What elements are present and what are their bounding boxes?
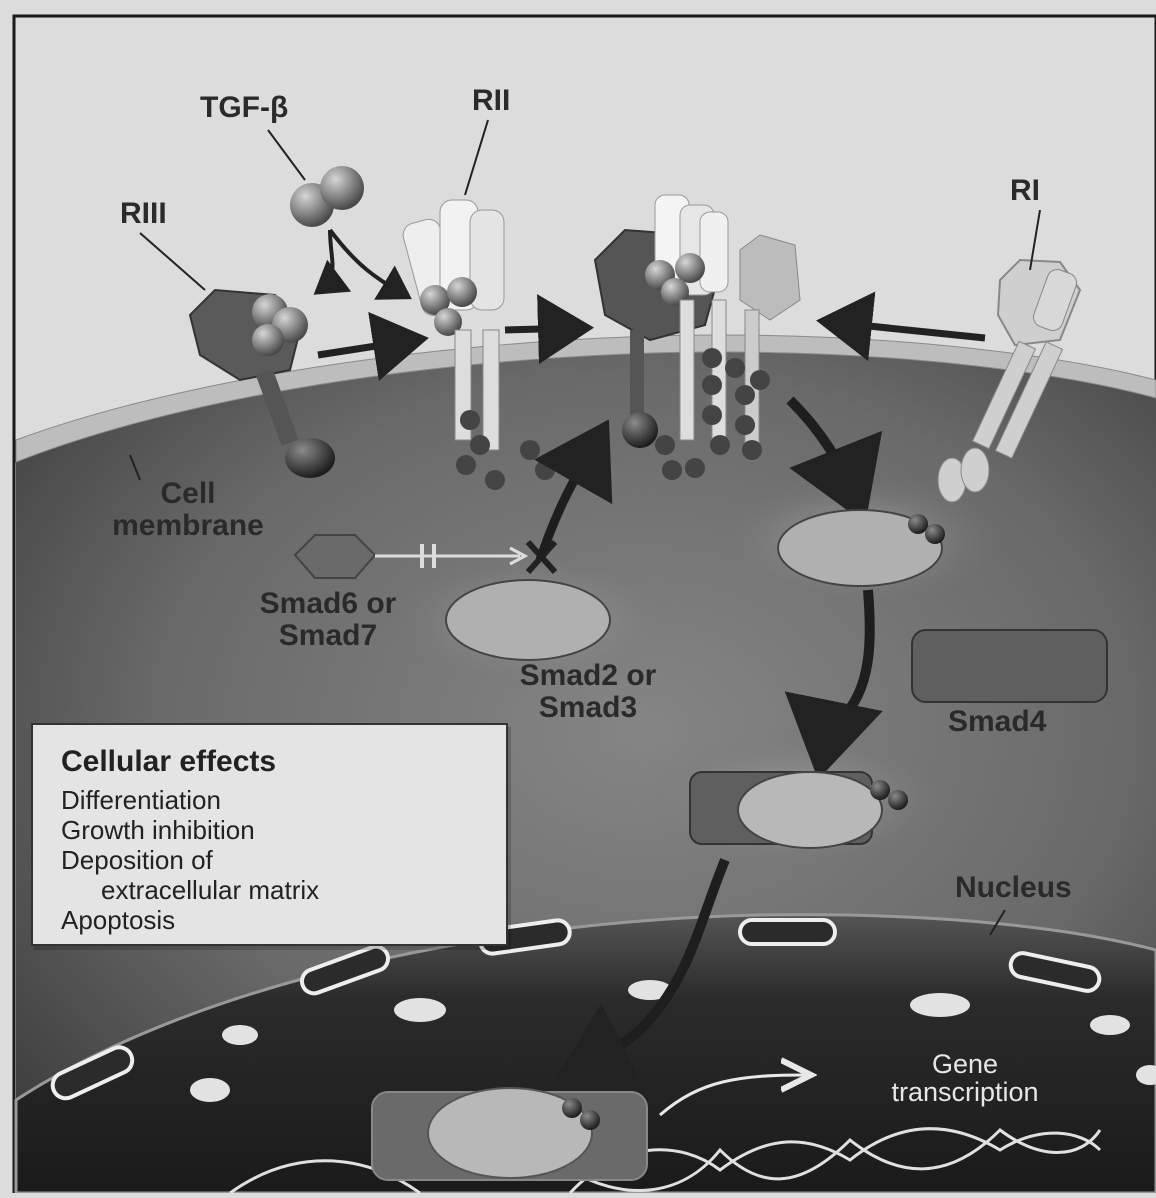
gene-label-line1: Gene bbox=[830, 1050, 1100, 1078]
phospho-smad2-protein bbox=[778, 510, 945, 586]
effect-item: Differentiation bbox=[61, 785, 506, 815]
smad6-smad7-label: Smad6 or Smad7 bbox=[218, 588, 438, 651]
cell-membrane-label-line1: Cell bbox=[88, 478, 288, 510]
effect-item: Deposition of bbox=[61, 845, 506, 875]
effect-item: extracellular matrix bbox=[61, 875, 506, 905]
riii-label: RIII bbox=[120, 198, 167, 230]
smad2-smad3-protein bbox=[446, 580, 610, 660]
tgf-beta-label: TGF-β bbox=[200, 92, 288, 124]
cellular-effects-title: Cellular effects bbox=[61, 745, 506, 779]
smad4-label: Smad4 bbox=[948, 706, 1046, 738]
smad2-smad3-label: Smad2 or Smad3 bbox=[478, 660, 698, 723]
gene-label-line2: transcription bbox=[830, 1078, 1100, 1106]
smad2-label-line2: Smad3 bbox=[478, 692, 698, 724]
cellular-effects-box: Cellular effects Differentiation Growth … bbox=[31, 723, 508, 946]
smad6-label-line2: Smad7 bbox=[218, 620, 438, 652]
ri-label: RI bbox=[1010, 175, 1040, 207]
rii-label: RII bbox=[472, 85, 510, 117]
effect-item: Growth inhibition bbox=[61, 815, 506, 845]
rii-to-complex-arrow bbox=[505, 328, 580, 330]
smad-complex-nucleus bbox=[372, 1088, 647, 1180]
smad2-label-line1: Smad2 or bbox=[478, 660, 698, 692]
cell-membrane-label: Cell membrane bbox=[88, 478, 288, 541]
gene-transcription-label: Gene transcription bbox=[830, 1050, 1100, 1107]
effect-item: Apoptosis bbox=[61, 905, 506, 935]
cell-membrane-label-line2: membrane bbox=[88, 510, 288, 542]
smad4-protein bbox=[912, 630, 1107, 702]
smad6-label-line1: Smad6 or bbox=[218, 588, 438, 620]
nucleus-label: Nucleus bbox=[955, 872, 1072, 904]
